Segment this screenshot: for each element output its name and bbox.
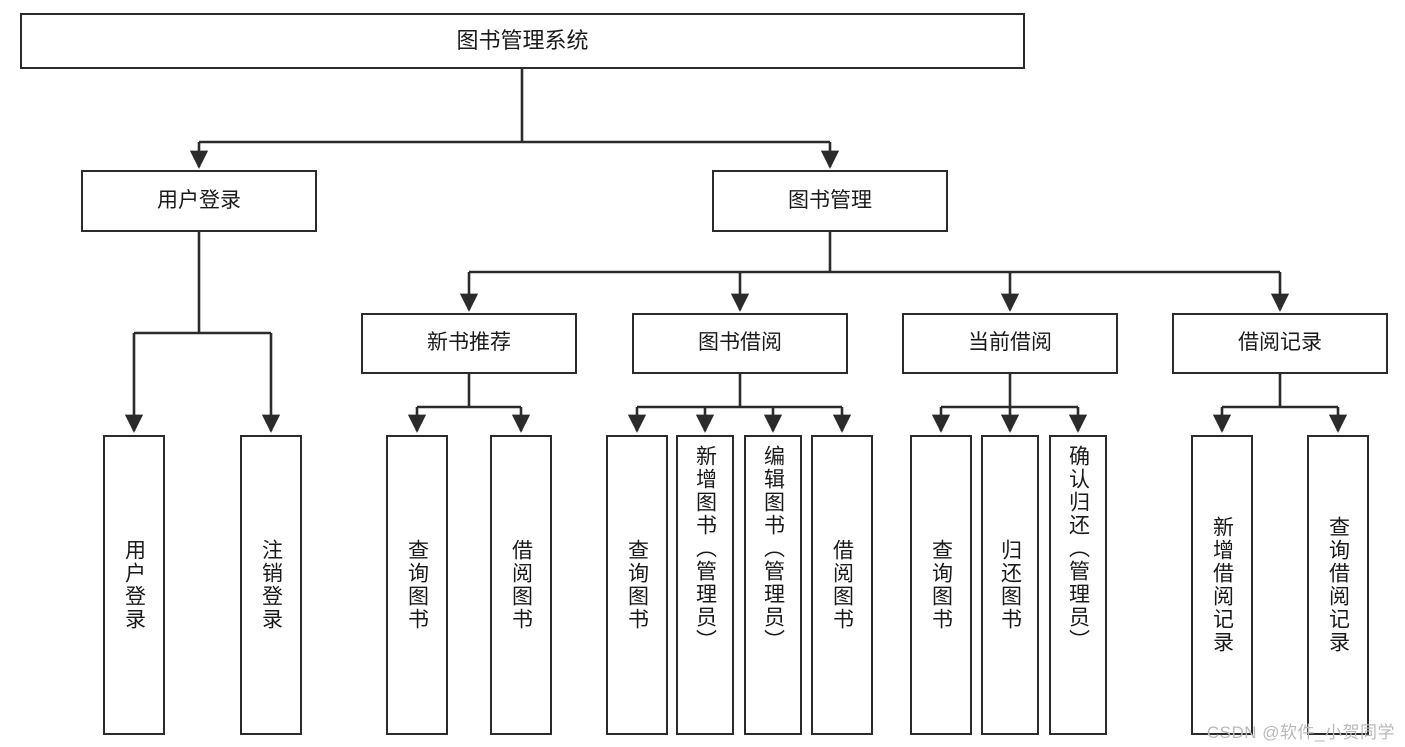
node-leaf-edit-book[interactable]: 编辑图书（管理员） (744, 435, 802, 735)
node-leaf-borrow-book-2-label: 借阅图书 (830, 539, 854, 631)
node-borrow-record[interactable]: 借阅记录 (1172, 313, 1388, 374)
node-leaf-add-record[interactable]: 新增借阅记录 (1191, 435, 1253, 735)
node-new-book-rec-label: 新书推荐 (427, 331, 511, 355)
node-book-manage[interactable]: 图书管理 (712, 170, 948, 232)
node-leaf-user-logout-label: 注销登录 (259, 539, 283, 631)
node-current-borrow[interactable]: 当前借阅 (902, 313, 1118, 374)
node-leaf-edit-book-label: 编辑图书（管理员） (761, 445, 785, 652)
node-leaf-query-book-1[interactable]: 查询图书 (386, 435, 448, 735)
node-user-login-label: 用户登录 (157, 188, 241, 212)
node-leaf-user-logout[interactable]: 注销登录 (240, 435, 302, 735)
node-leaf-borrow-book-2[interactable]: 借阅图书 (811, 435, 873, 735)
node-borrow-record-label: 借阅记录 (1238, 331, 1322, 355)
node-leaf-user-login-label: 用户登录 (122, 539, 146, 631)
node-book-borrow-label: 图书借阅 (698, 331, 782, 355)
node-user-login[interactable]: 用户登录 (81, 170, 317, 232)
node-root[interactable]: 图书管理系统 (20, 13, 1025, 69)
node-book-borrow[interactable]: 图书借阅 (632, 313, 848, 374)
node-leaf-add-book-label: 新增图书（管理员） (693, 445, 717, 652)
node-leaf-borrow-book-1-label: 借阅图书 (509, 539, 533, 631)
node-leaf-confirm-return-label: 确认归还（管理员） (1066, 445, 1090, 652)
node-leaf-add-book[interactable]: 新增图书（管理员） (676, 435, 734, 735)
node-leaf-query-record-label: 查询借阅记录 (1326, 516, 1350, 654)
node-leaf-return-book[interactable]: 归还图书 (981, 435, 1039, 735)
node-leaf-confirm-return[interactable]: 确认归还（管理员） (1049, 435, 1107, 735)
node-current-borrow-label: 当前借阅 (968, 331, 1052, 355)
node-root-label: 图书管理系统 (456, 27, 589, 53)
node-leaf-query-book-3-label: 查询图书 (929, 539, 953, 631)
node-leaf-query-book-3[interactable]: 查询图书 (910, 435, 972, 735)
node-new-book-rec[interactable]: 新书推荐 (361, 313, 577, 374)
node-leaf-return-book-label: 归还图书 (998, 539, 1022, 631)
node-leaf-borrow-book-1[interactable]: 借阅图书 (490, 435, 552, 735)
watermark: CSDN @软件_小贺同学 (1206, 723, 1395, 742)
node-leaf-query-record[interactable]: 查询借阅记录 (1307, 435, 1369, 735)
node-leaf-query-book-2-label: 查询图书 (625, 539, 649, 631)
node-leaf-user-login[interactable]: 用户登录 (103, 435, 165, 735)
node-book-manage-label: 图书管理 (788, 188, 872, 212)
node-leaf-add-record-label: 新增借阅记录 (1210, 516, 1234, 654)
node-leaf-query-book-2[interactable]: 查询图书 (606, 435, 668, 735)
node-leaf-query-book-1-label: 查询图书 (405, 539, 429, 631)
